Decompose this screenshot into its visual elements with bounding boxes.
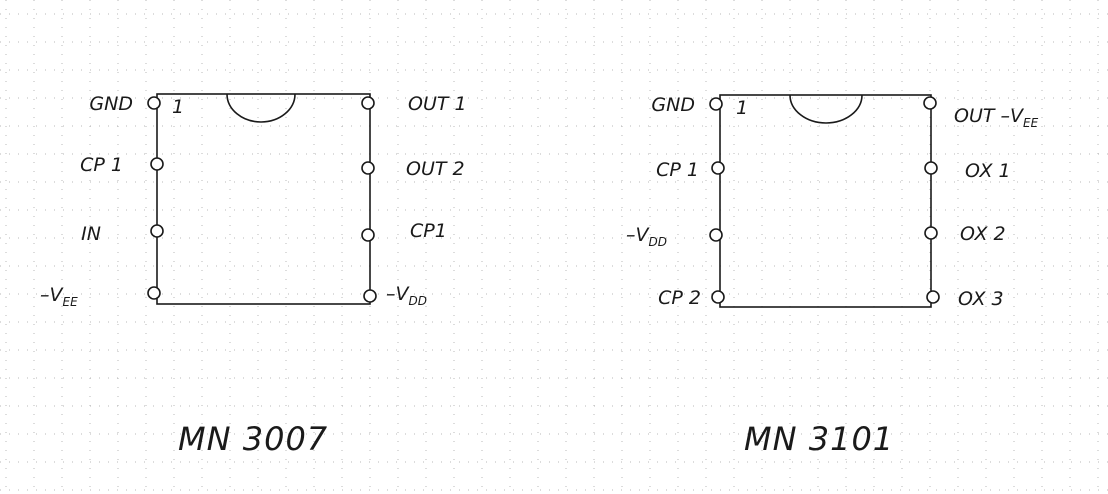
chip-mn3101-notch — [789, 94, 863, 124]
chip-mn3007-title: MN 3007 — [178, 420, 328, 458]
chip-mn3101-body — [719, 94, 932, 308]
chip-mn3101-label-left-1: GND — [651, 94, 695, 116]
chip-mn3101-title: MN 3101 — [744, 420, 894, 458]
chip-mn3101: 1 GND CP 1 –VDD CP 2 OUT –VEE OX 1 OX 2 — [626, 94, 1039, 458]
chip-mn3101-pin-left-3 — [709, 228, 723, 242]
chip-mn3007-label-right-1: OUT 1 — [408, 93, 467, 115]
chip-mn3007-label-left-4: –VEE — [40, 284, 78, 309]
chip-mn3007-label-left-3: IN — [81, 223, 101, 245]
chip-mn3101-pin-right-4 — [926, 290, 940, 304]
chip-mn3101-pin1-marker: 1 — [736, 97, 748, 119]
chip-mn3007-label-left-2: CP 1 — [80, 154, 123, 176]
chip-mn3007-label-right-4: –VDD — [386, 283, 427, 308]
chip-mn3007-label-right-3: CP1 — [410, 220, 447, 242]
chip-mn3101-label-right-2: OX 1 — [965, 160, 1011, 182]
chip-mn3007: 1 GND CP 1 IN –VEE OUT 1 OUT 2 CP1 — [40, 93, 467, 458]
chip-mn3101-label-left-4: CP 2 — [658, 287, 701, 309]
chip-mn3101-label-left-2: CP 1 — [656, 159, 699, 181]
chip-mn3007-label-right-2: OUT 2 — [406, 158, 465, 180]
chip-mn3101-label-right-4: OX 3 — [958, 288, 1004, 310]
chip-mn3101-pin-right-1 — [923, 96, 937, 110]
chip-mn3101-pin-right-2 — [924, 161, 938, 175]
chip-mn3007-label-left-1: GND — [89, 93, 133, 115]
chip-mn3101-pin-left-4 — [711, 290, 725, 304]
chip-mn3007-pin-left-4 — [147, 286, 161, 300]
chip-mn3007-pin-left-3 — [150, 224, 164, 238]
chip-mn3007-pin-right-1 — [361, 96, 375, 110]
chip-mn3101-label-right-1: OUT –VEE — [954, 105, 1039, 130]
chip-mn3007-pin-right-3 — [361, 228, 375, 242]
chip-mn3007-pin1-marker: 1 — [172, 96, 184, 118]
chip-mn3007-body — [156, 93, 371, 305]
chip-mn3007-pin-right-4 — [363, 289, 377, 303]
chip-mn3007-notch — [226, 93, 296, 123]
chip-mn3101-pin-right-3 — [924, 226, 938, 240]
chip-mn3007-pin-left-1 — [147, 96, 161, 110]
chip-mn3007-pin-right-2 — [361, 161, 375, 175]
chip-mn3101-label-right-3: OX 2 — [960, 223, 1006, 245]
chip-mn3101-pin-left-1 — [709, 97, 723, 111]
chip-mn3101-pin-left-2 — [711, 161, 725, 175]
chip-mn3007-pin-left-2 — [150, 157, 164, 171]
chip-mn3101-label-left-3: –VDD — [626, 224, 667, 249]
